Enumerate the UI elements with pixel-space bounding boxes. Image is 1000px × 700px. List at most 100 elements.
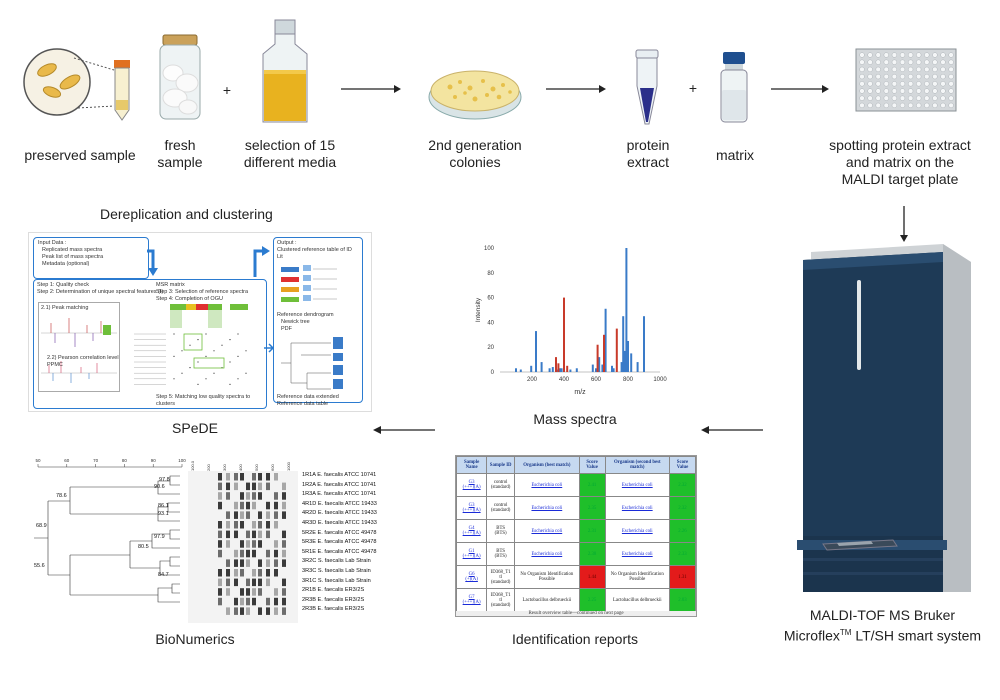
gel-band bbox=[258, 588, 262, 596]
plate-well bbox=[867, 102, 873, 109]
gel-band bbox=[218, 501, 222, 510]
scale-tick-label: 90 bbox=[151, 458, 157, 463]
spede-input-title: Input Data : bbox=[38, 240, 67, 246]
table-cell[interactable]: Escherichia coli bbox=[604, 473, 670, 497]
scale-tick-label: 100 bbox=[178, 458, 186, 463]
spectrum-peak-bar bbox=[555, 357, 557, 372]
plate-well bbox=[875, 81, 881, 87]
matrix-dot bbox=[221, 344, 223, 346]
report-link[interactable]: Escherichia coli bbox=[621, 482, 653, 488]
gel-band bbox=[282, 607, 286, 615]
report-link[interactable]: Escherichia coli bbox=[531, 505, 563, 511]
table-cell[interactable]: Escherichia coli bbox=[604, 542, 670, 566]
table-cell[interactable]: G3 (+++)(A) bbox=[456, 496, 488, 520]
gel-band bbox=[246, 501, 250, 510]
table-cell[interactable]: G1 (+++)(A) bbox=[456, 542, 488, 566]
gel-band bbox=[274, 540, 278, 548]
arrow-right-icon bbox=[546, 85, 606, 93]
plate-well bbox=[859, 66, 865, 73]
report-link[interactable]: G4 (+++)(A) bbox=[462, 526, 481, 536]
report-link[interactable]: Escherichia coli bbox=[531, 551, 563, 557]
spede-output-line: Newick tree bbox=[281, 319, 310, 325]
gel-band bbox=[252, 530, 256, 539]
gel-band bbox=[258, 578, 262, 587]
x-tick-label: 400 bbox=[559, 377, 570, 383]
table-cell[interactable]: Escherichia coli bbox=[514, 519, 580, 543]
table-row: G7 (+++)(A)ID368_T1 tl (standard)Lactoba… bbox=[456, 588, 696, 612]
report-link[interactable]: G6 (+)(A) bbox=[465, 572, 478, 582]
gel-band bbox=[234, 569, 238, 577]
gel-band bbox=[218, 530, 222, 539]
report-link[interactable]: Escherichia coli bbox=[531, 528, 563, 534]
gel-band bbox=[246, 597, 250, 606]
report-link[interactable]: G1 (+++)(A) bbox=[462, 549, 481, 559]
plate-well bbox=[899, 59, 906, 65]
strain-label: 4R1D E. faecalis ATCC 19433 bbox=[302, 500, 377, 507]
table-cell[interactable]: Escherichia coli bbox=[604, 519, 670, 543]
scale-tick-label: 50 bbox=[35, 458, 41, 463]
table-cell: 1.44 bbox=[578, 565, 606, 589]
spede-input-box: Input Data : Replicated mass spectra Pea… bbox=[33, 237, 149, 279]
table-cell: ID368_T1 tl (standard) bbox=[486, 565, 516, 589]
table-cell[interactable]: Escherichia coli bbox=[514, 542, 580, 566]
matrix-dot bbox=[189, 367, 191, 369]
dereplication-title: Dereplication and clustering bbox=[100, 206, 273, 222]
plate-well bbox=[948, 74, 954, 80]
strain-label: 2R3B E. faecalis ER3/2S bbox=[302, 596, 365, 603]
table-cell[interactable]: G7 (+++)(A) bbox=[456, 588, 488, 612]
gel-band bbox=[234, 501, 238, 510]
spectrum-peak-bar bbox=[548, 368, 551, 372]
gel-band bbox=[282, 597, 286, 606]
plate-well bbox=[940, 95, 946, 101]
table-cell: control (standard) bbox=[486, 496, 516, 520]
spede-input-line: Replicated mass spectra bbox=[42, 247, 103, 253]
spectrum-peak-bar bbox=[615, 328, 618, 372]
table-cell[interactable]: Escherichia coli bbox=[514, 473, 580, 497]
gel-band bbox=[266, 559, 270, 567]
report-link[interactable]: Escherichia coli bbox=[621, 505, 653, 511]
x-tick-label: 1000 bbox=[653, 377, 667, 383]
report-link[interactable]: G3 (+++)(A) bbox=[462, 480, 481, 490]
gel-band bbox=[240, 559, 244, 567]
gel-band bbox=[246, 578, 250, 587]
media-bottle-icon bbox=[262, 19, 308, 123]
table-cell: ID368_T1 tl (standard) bbox=[486, 588, 516, 612]
plate-well bbox=[940, 52, 946, 58]
report-link[interactable]: Escherichia coli bbox=[531, 482, 563, 488]
spede-main-box: Step 1: Quality check Step 2: Determinat… bbox=[33, 279, 267, 409]
y-tick-label: 100 bbox=[484, 246, 495, 252]
report-link[interactable]: G7 (+++)(A) bbox=[462, 595, 481, 605]
table-cell[interactable]: G3 (+++)(A) bbox=[456, 473, 488, 497]
strain-label: 5R1E E. faecalis ATCC 49478 bbox=[302, 548, 377, 555]
spede-output-box: Output : Clustered reference table of ID… bbox=[273, 237, 363, 407]
gel-band bbox=[252, 569, 256, 577]
table-cell[interactable]: Escherichia coli bbox=[514, 496, 580, 520]
strain-label: 3R3C S. faecalis Lab Strain bbox=[302, 567, 371, 574]
plate-well bbox=[899, 66, 906, 73]
gel-band bbox=[252, 578, 256, 587]
gel-band bbox=[266, 521, 270, 529]
report-link[interactable]: G3 (+++)(A) bbox=[462, 503, 481, 513]
gel-band bbox=[252, 473, 256, 481]
spotting-label: spotting protein extract and matrix on t… bbox=[829, 137, 971, 187]
matrix-dot bbox=[229, 383, 231, 385]
gel-band-image bbox=[188, 471, 298, 623]
matrix-dot bbox=[181, 350, 183, 352]
node-value: 68.9 bbox=[36, 523, 47, 529]
table-cell[interactable]: G4 (+++)(A) bbox=[456, 519, 488, 543]
table-cell[interactable]: Escherichia coli bbox=[604, 496, 670, 520]
plate-well bbox=[940, 74, 946, 80]
plate-well bbox=[891, 81, 898, 87]
plate-well bbox=[883, 88, 889, 94]
report-link[interactable]: Escherichia coli bbox=[621, 528, 653, 534]
report-link[interactable]: Escherichia coli bbox=[621, 551, 653, 557]
table-cell[interactable]: G6 (+)(A) bbox=[456, 565, 488, 589]
plate-well bbox=[924, 74, 930, 80]
arrow-left-icon bbox=[373, 426, 435, 434]
plate-well bbox=[948, 59, 954, 65]
spectrum-peak-bar bbox=[623, 350, 626, 372]
